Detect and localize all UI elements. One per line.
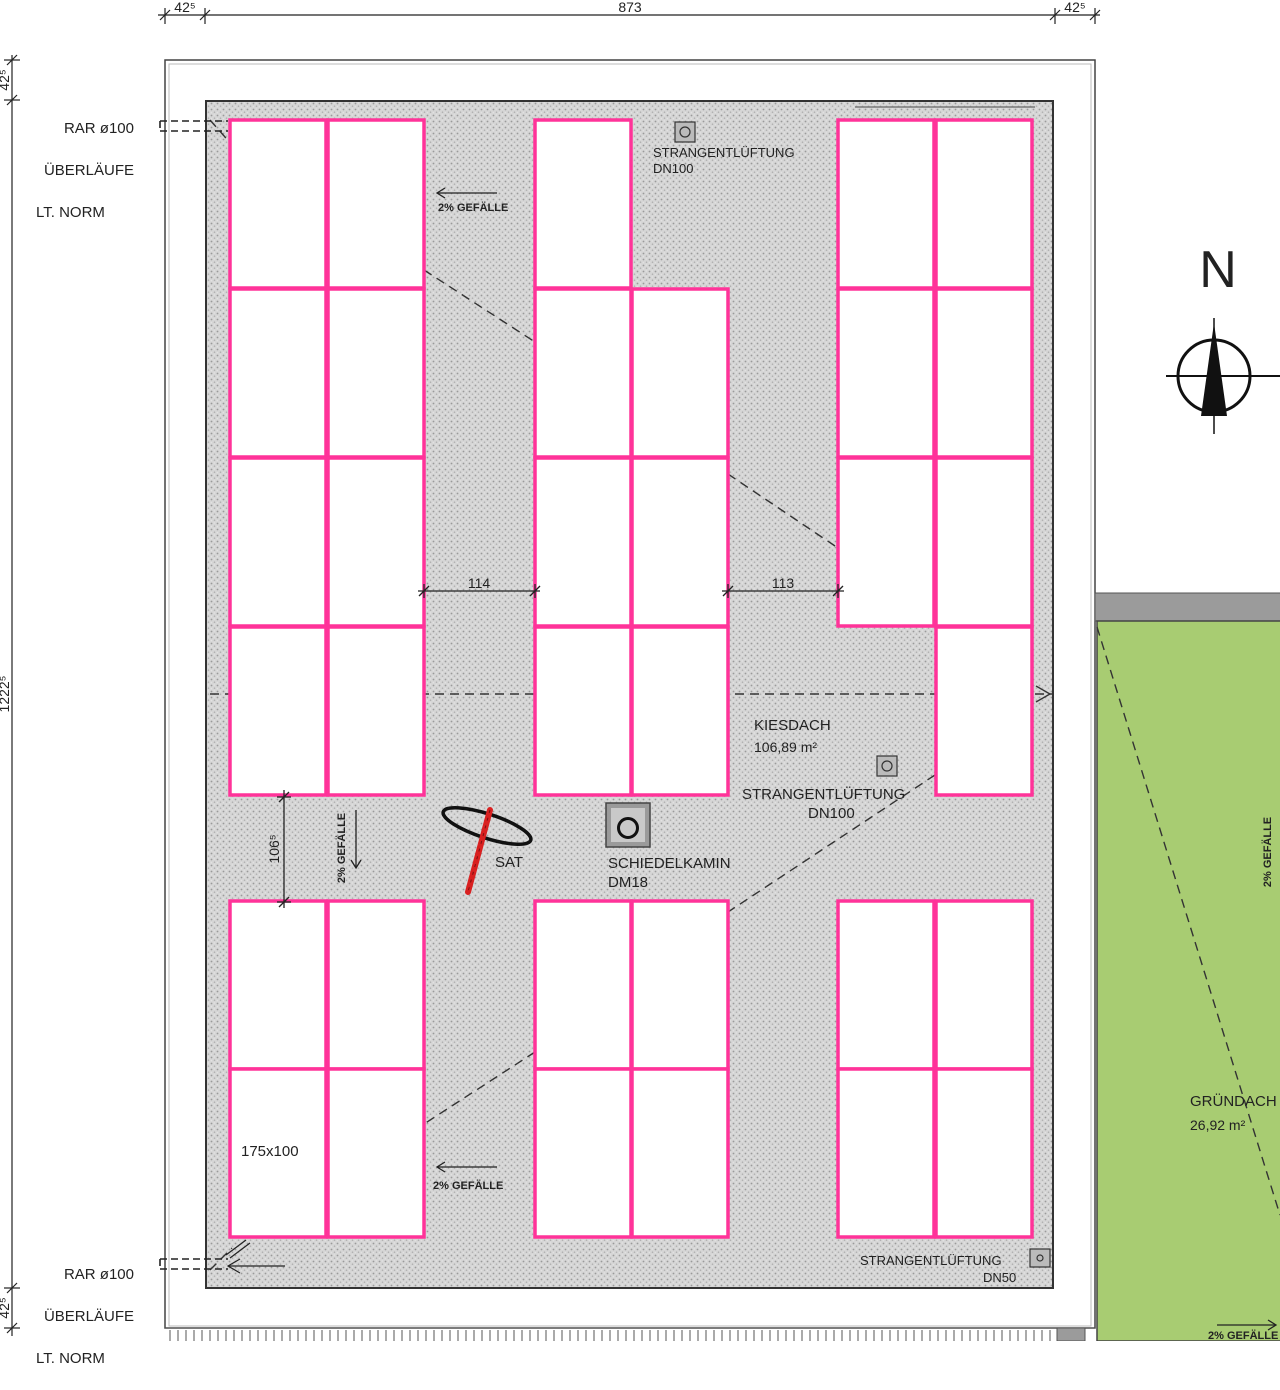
vent-bottom-label-2: DN50 [983, 1270, 1016, 1285]
roof-inner-border [168, 63, 1092, 1327]
solar-panel [533, 456, 633, 628]
north-compass-icon [1166, 318, 1280, 434]
solar-panel [326, 625, 426, 797]
satellite-dish-icon [441, 806, 533, 895]
solar-panel [934, 899, 1034, 1071]
green-roof-area [1096, 620, 1280, 1341]
solar-panel [836, 1067, 936, 1239]
solar-panel [533, 287, 633, 459]
solar-panel [630, 1067, 730, 1239]
gap-mid-left-label: 114 [468, 575, 491, 591]
solar-panel [533, 625, 633, 797]
vent-top-label-1: STRANGENTLÜFTUNG [653, 145, 795, 160]
solar-panel [228, 1067, 328, 1239]
solar-panel [326, 1067, 426, 1239]
solar-panel [533, 899, 633, 1071]
compass-label: N [1199, 241, 1237, 299]
dim-left-middle: 1222⁵ [0, 676, 12, 713]
solar-panel [228, 899, 328, 1071]
solar-panel [934, 456, 1034, 628]
drain-outlets [159, 120, 228, 1270]
slope-bottom-label: 2% GEFÄLLE [433, 1179, 503, 1192]
roof-area-label: 106,89 m² [754, 739, 817, 755]
vent-bottom-label-1: STRANGENTLÜFTUNG [860, 1253, 1002, 1268]
solar-panel [836, 287, 936, 459]
drain-bottom-note: RAR ø100 ÜBERLÄUFE LT. NORM [20, 1243, 134, 1390]
drain-top-line-1: RAR ø100 [63, 120, 134, 137]
solar-panel [228, 456, 328, 628]
slope-middle-label: 2% GEFÄLLE [335, 813, 348, 883]
green-roof-coping [1094, 592, 1280, 622]
dim-left-bottom: 42⁵ [0, 1297, 12, 1318]
roof-name-label: KIESDACH [754, 717, 831, 734]
solar-panel-array [228, 118, 1034, 1239]
drain-top-note: RAR ø100 ÜBERLÄUFE LT. NORM [20, 97, 134, 244]
solar-panel [533, 1067, 633, 1239]
solar-panel [326, 118, 426, 290]
drain-bottom-line-3: LT. NORM [36, 1350, 105, 1367]
dim-top-right: 42⁵ [1064, 0, 1085, 15]
solar-panel [228, 118, 328, 290]
left-dimension [4, 54, 20, 1336]
solar-panel [533, 118, 633, 290]
panel-size-label: 175x100 [241, 1143, 299, 1160]
solar-panel [326, 899, 426, 1071]
green-roof-area-label: 26,92 m² [1190, 1117, 1246, 1133]
drain-top-line-3: LT. NORM [36, 204, 105, 221]
solar-panel [836, 899, 936, 1071]
dim-left-top: 42⁵ [0, 69, 12, 90]
solar-panel [934, 625, 1034, 797]
vent-middle-label-2: DN100 [808, 805, 855, 822]
solar-panel [630, 456, 730, 628]
green-slope-vertical-label: 2% GEFÄLLE [1261, 817, 1274, 887]
slope-arrows [350, 187, 497, 1173]
solar-panel [836, 456, 936, 628]
chimney-label-2: DM18 [608, 874, 648, 891]
drain-bottom-line-1: RAR ø100 [63, 1266, 134, 1283]
solar-panel [934, 118, 1034, 290]
gap-vertical-label: 106⁵ [266, 834, 282, 863]
vent-symbols [674, 121, 1051, 1268]
solar-panel [326, 456, 426, 628]
drain-bottom-line-2: ÜBERLÄUFE [43, 1308, 134, 1325]
solar-panel [934, 1067, 1034, 1239]
solar-panel [934, 287, 1034, 459]
drain-top-line-2: ÜBERLÄUFE [43, 162, 134, 179]
chimney-label-1: SCHIEDELKAMIN [608, 855, 731, 872]
chimney-symbol [605, 802, 651, 848]
gap-mid-right-label: 113 [772, 575, 795, 591]
solar-panel [326, 287, 426, 459]
dim-top-middle: 873 [618, 0, 642, 15]
solar-panel [630, 899, 730, 1071]
solar-panel [630, 625, 730, 797]
green-slope-bottom-label: 2% GEFÄLLE [1208, 1329, 1278, 1341]
slope-top-label: 2% GEFÄLLE [438, 201, 508, 214]
gap-dimensions [277, 584, 844, 908]
dim-top-left: 42⁵ [174, 0, 195, 15]
roof-plan-drawing: 42⁵ 873 42⁵ 42⁵ 1222⁵ 42⁵ [0, 0, 1280, 1341]
bottom-edge-hatch [169, 1330, 1051, 1341]
solar-panel [228, 625, 328, 797]
solar-panel [228, 287, 328, 459]
top-dimension [158, 8, 1101, 24]
solar-panel [836, 118, 936, 290]
green-roof-name-label: GRÜNDACH [1190, 1092, 1277, 1110]
sat-label: SAT [495, 854, 523, 871]
vent-top-label-2: DN100 [653, 161, 693, 176]
vent-middle-label-1: STRANGENTLÜFTUNG [742, 785, 905, 803]
solar-panel [630, 287, 730, 459]
